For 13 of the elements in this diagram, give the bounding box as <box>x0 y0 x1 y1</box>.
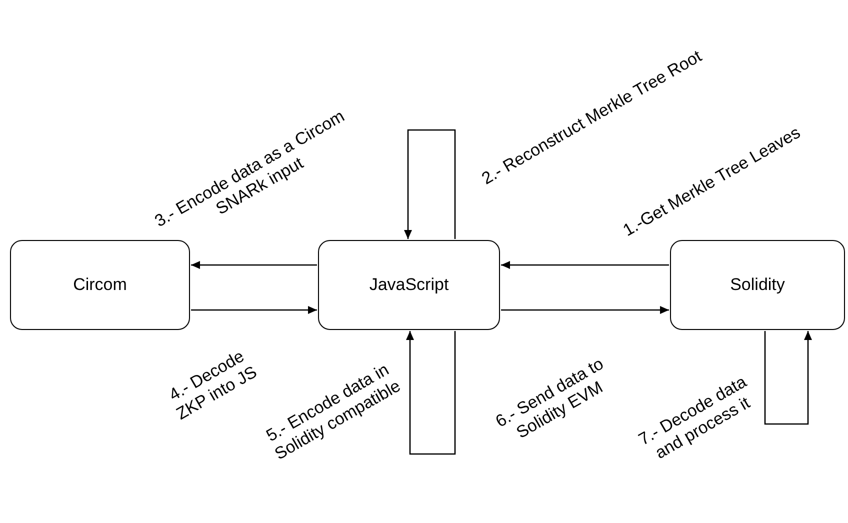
arrow <box>764 331 812 425</box>
arrow <box>501 306 669 314</box>
arrow <box>191 306 317 314</box>
arrow <box>501 261 669 269</box>
node-label: JavaScript <box>369 275 449 295</box>
arrow <box>191 261 317 269</box>
node-label: Circom <box>73 275 127 295</box>
arrow <box>406 331 456 455</box>
process-box <box>318 240 500 330</box>
node-label: Solidity <box>730 275 785 295</box>
arrow <box>404 129 456 239</box>
process-box <box>10 240 190 330</box>
process-box <box>670 240 845 330</box>
